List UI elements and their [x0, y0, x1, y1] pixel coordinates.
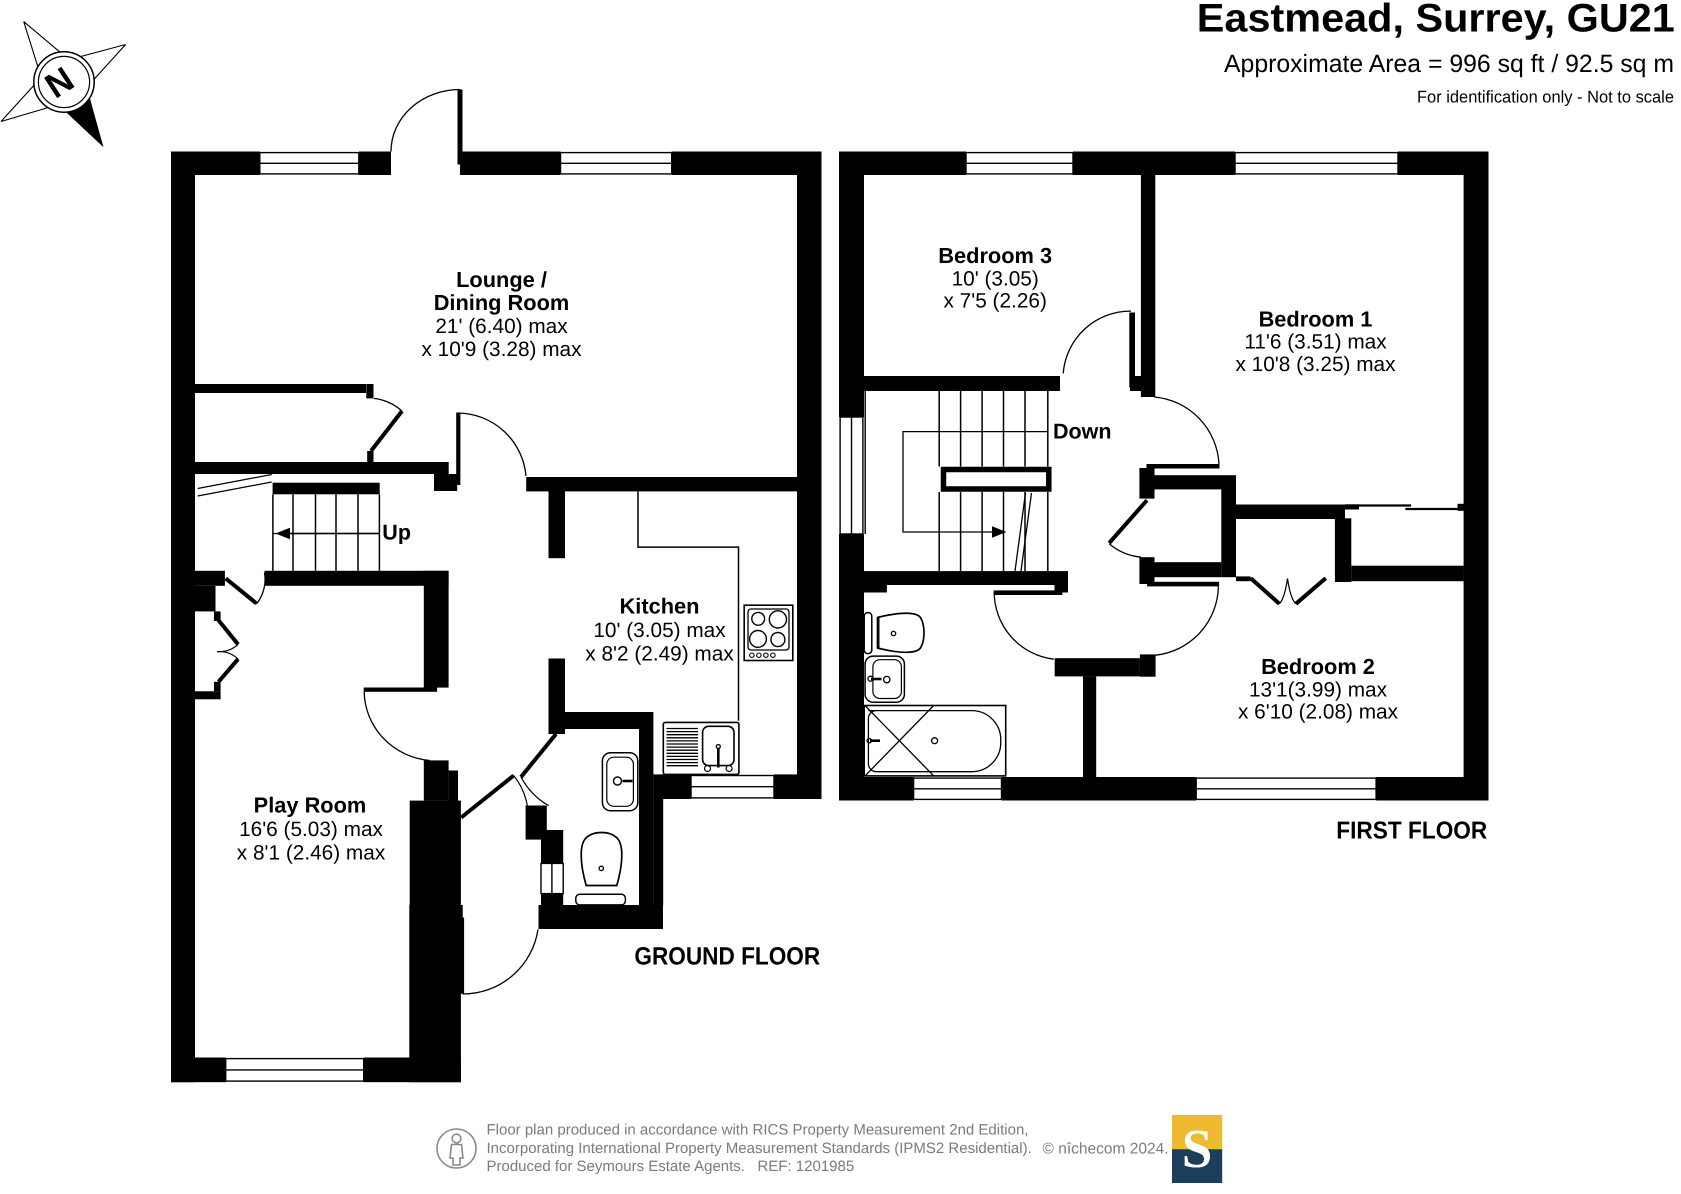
svg-text:Produced for Seymours Estate A: Produced for Seymours Estate Agents. REF…	[487, 1158, 855, 1175]
svg-text:21' (6.40) max: 21' (6.40) max	[435, 315, 568, 338]
svg-text:Dining Room: Dining Room	[434, 290, 570, 315]
svg-text:Up: Up	[382, 521, 411, 545]
svg-text:x 8'1 (2.46) max: x 8'1 (2.46) max	[237, 842, 386, 865]
svg-text:S: S	[1182, 1118, 1213, 1179]
svg-text:x 7'5 (2.26): x 7'5 (2.26)	[944, 290, 1047, 313]
svg-text:Floor plan produced in accorda: Floor plan produced in accordance with R…	[487, 1122, 1029, 1139]
svg-text:x 6'10 (2.08) max: x 6'10 (2.08) max	[1238, 701, 1399, 724]
svg-text:FIRST FLOOR: FIRST FLOOR	[1336, 818, 1487, 845]
svg-text:x 10'9 (3.28) max: x 10'9 (3.28) max	[421, 338, 582, 361]
svg-text:GROUND FLOOR: GROUND FLOOR	[634, 942, 820, 970]
svg-text:© nîchecom 2024.: © nîchecom 2024.	[1043, 1141, 1169, 1158]
svg-text:Eastmead, Surrey, GU21: Eastmead, Surrey, GU21	[1197, 0, 1675, 41]
svg-text:Lounge /: Lounge /	[456, 267, 547, 292]
svg-text:11'6 (3.51) max: 11'6 (3.51) max	[1244, 331, 1387, 354]
svg-text:16'6 (5.03) max: 16'6 (5.03) max	[239, 818, 383, 841]
svg-text:10' (3.05) max: 10' (3.05) max	[593, 619, 726, 642]
svg-text:Bedroom 3: Bedroom 3	[938, 243, 1052, 268]
svg-text:Bedroom 1: Bedroom 1	[1259, 307, 1373, 332]
svg-text:x 8'2 (2.49) max: x 8'2 (2.49) max	[585, 643, 734, 666]
svg-text:10' (3.05): 10' (3.05)	[952, 267, 1039, 290]
svg-text:Play Room: Play Room	[254, 792, 367, 817]
svg-text:13'1(3.99) max: 13'1(3.99) max	[1249, 679, 1388, 702]
svg-text:Down: Down	[1053, 419, 1112, 443]
svg-text:x 10'8 (3.25) max: x 10'8 (3.25) max	[1235, 353, 1396, 376]
svg-text:Approximate Area = 996 sq ft /: Approximate Area = 996 sq ft / 92.5 sq m	[1224, 50, 1674, 78]
svg-text:Incorporating International Pr: Incorporating International Property Mea…	[487, 1140, 1032, 1157]
svg-text:Kitchen: Kitchen	[620, 594, 700, 619]
svg-text:Bedroom 2: Bedroom 2	[1261, 654, 1375, 679]
svg-text:For identification only - Not: For identification only - Not to scale	[1417, 88, 1674, 107]
